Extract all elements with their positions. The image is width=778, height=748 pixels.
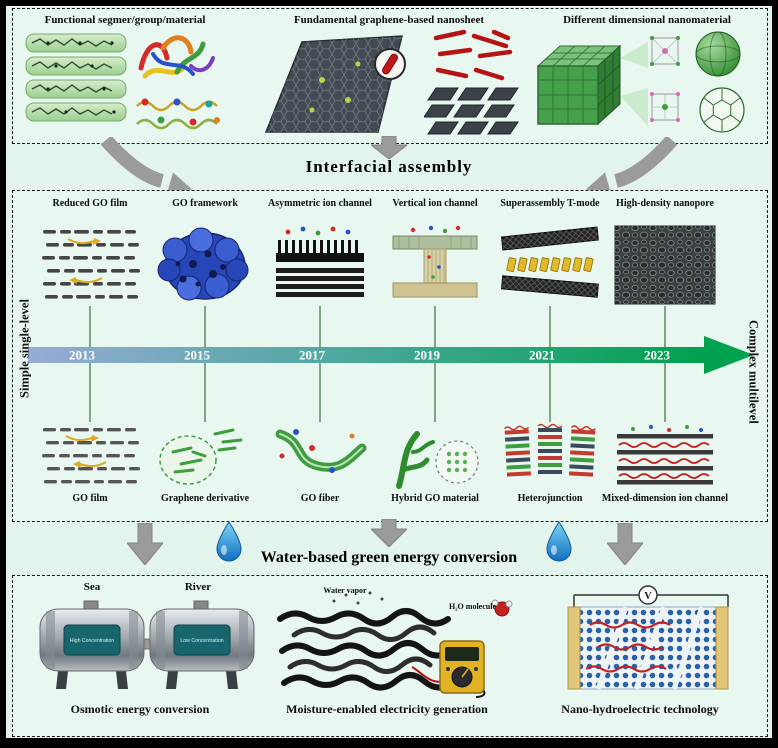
top-item-label-2: GO framework — [172, 198, 238, 209]
tank-text-low: Low Concentration — [180, 638, 223, 644]
bottom-item-label-1: GO film — [72, 493, 108, 504]
water-drop-icon — [546, 521, 572, 562]
fullerene-icon — [699, 87, 745, 133]
vertical-ion-channel-thumbnail — [392, 225, 478, 298]
unit-cell-icon — [650, 36, 680, 66]
top-item-label-6: High-density nanopore — [616, 198, 714, 209]
reduced-go-film-thumbnail — [42, 230, 140, 299]
bottom-item-label-4: Hybrid GO material — [391, 493, 479, 504]
mixed-dimension-ion-channel-thumbnail — [617, 425, 713, 485]
sea-label: Sea — [83, 581, 101, 593]
heterojunction-thumbnail — [503, 423, 596, 477]
osmotic-tanks-illustration: High Concentration Low Concentration — [39, 600, 255, 689]
energy-conversion-title: Water-based green energy conversion — [260, 549, 518, 566]
unit-cell-icon-2 — [650, 92, 680, 122]
nanorods-illustration — [433, 29, 513, 81]
magnifier-icon — [374, 48, 406, 80]
graphene-derivative-thumbnail — [159, 428, 243, 485]
timeline-arrowhead — [704, 336, 754, 374]
voltmeter-label: V — [644, 591, 652, 602]
nano-hydroelectric-illustration: V — [567, 585, 729, 690]
go-fiber-thumbnail — [275, 429, 367, 473]
panel1-caption: Osmotic energy conversion — [70, 702, 210, 716]
down-arrow-icon — [607, 523, 643, 565]
water-drop-icon — [216, 521, 242, 562]
water-molecule-icon — [491, 599, 513, 617]
right-axis-label: Complex multilevel — [746, 320, 761, 424]
moisture-generation-illustration — [277, 591, 513, 698]
timeline-year: 2013 — [69, 348, 96, 363]
timeline-year: 2017 — [299, 348, 326, 363]
bottom-item-label-2: Graphene derivative — [160, 493, 250, 504]
stacked-nanosheets-illustration — [424, 87, 519, 135]
timeline-year: 2023 — [644, 348, 671, 363]
timeline-bar — [28, 347, 704, 363]
curved-arrow-left-icon — [100, 137, 193, 191]
river-tank: Low Concentration — [149, 600, 255, 689]
panel2-caption: Moisture-enabled electricity generation — [286, 702, 488, 716]
timeline-year: 2019 — [414, 348, 441, 363]
timeline-year: 2021 — [529, 348, 555, 363]
hybrid-go-material-thumbnail — [396, 431, 479, 489]
layered-material-illustration — [25, 33, 127, 122]
h2o-molecule-label: H₂O molecule — [448, 602, 496, 611]
top-item-label-1: Reduced GO film — [52, 198, 128, 209]
3d-cube-illustration — [536, 42, 648, 126]
multimeter-icon — [411, 640, 486, 698]
top-item-label-5: Superassembly T-mode — [500, 198, 600, 209]
timeline-and-connectors: 2013 2015 2017 2019 2021 2023 — [28, 306, 754, 422]
bottom-item-label-5: Heterojunction — [517, 493, 583, 504]
panel3-caption: Nano-hydroelectric technology — [561, 702, 719, 716]
box2-label: Fundamental graphene-based nanosheet — [293, 14, 485, 26]
timeline-year: 2015 — [184, 348, 211, 363]
tank-text-high: High Concentration — [70, 638, 115, 644]
go-film-thumbnail — [42, 428, 140, 484]
right-electrode — [715, 606, 729, 690]
top-item-label-4: Vertical ion channel — [392, 198, 478, 209]
down-arrow-icon — [371, 519, 407, 547]
box3-label: Different dimensional nanomaterial — [563, 14, 731, 26]
high-density-nanopore-thumbnail — [614, 225, 716, 305]
water-vapor-label: Water vapor — [323, 586, 367, 595]
down-arrow-icon — [371, 136, 407, 159]
bottom-item-label-6: Mixed-dimension ion channel — [601, 493, 729, 504]
box1-label: Functional segmer/group/material — [44, 14, 206, 26]
bottom-item-label-3: GO fiber — [300, 493, 340, 504]
top-item-label-3: Asymmetric ion channel — [268, 198, 372, 209]
sea-tank: High Concentration — [39, 600, 145, 689]
dimensional-nanomaterial-icons — [650, 31, 745, 133]
asymmetric-ion-channel-thumbnail — [276, 226, 364, 297]
curved-arrow-right-icon — [585, 137, 678, 191]
go-framework-thumbnail — [157, 227, 249, 301]
left-axis-label: Simple single-level — [17, 299, 32, 399]
left-electrode — [567, 606, 581, 690]
down-arrow-icon — [127, 523, 163, 565]
river-label: River — [184, 581, 212, 593]
protein-ribbon-illustration — [138, 35, 215, 79]
interfacial-assembly-title: Interfacial assembly — [305, 157, 473, 176]
nanosphere-icon — [695, 31, 741, 77]
graphene-nanosheet-illustration — [264, 35, 406, 133]
superassembly-t-mode-thumbnail — [500, 226, 599, 298]
molecule-chains-illustration — [136, 98, 220, 130]
